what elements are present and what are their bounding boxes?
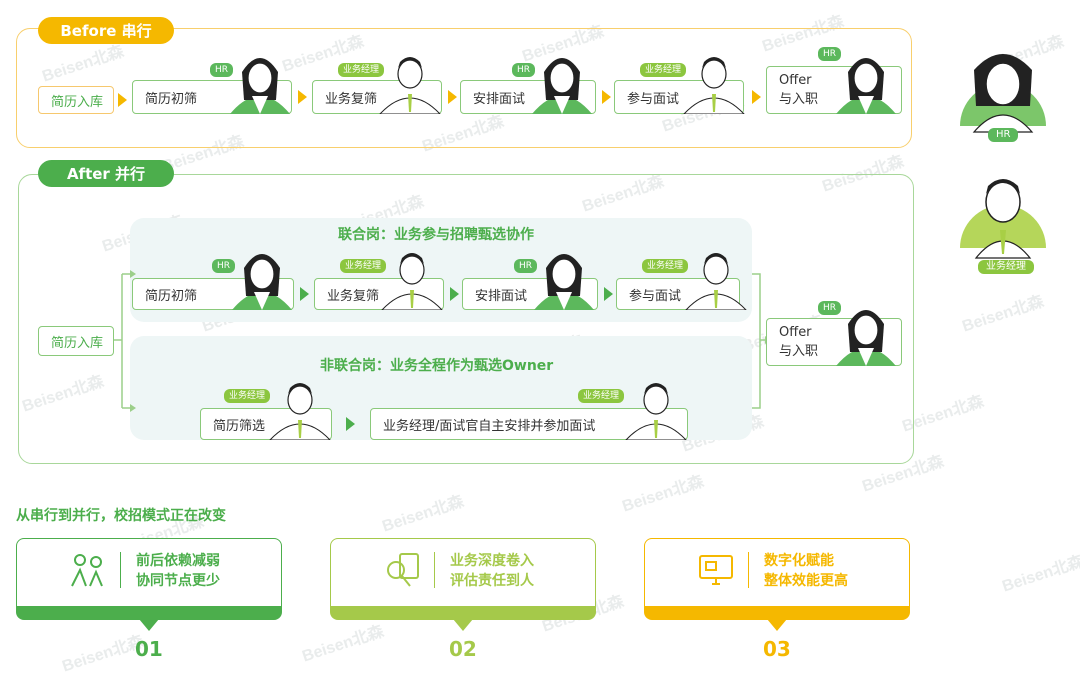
people-collaboration-icon [71,554,103,587]
offer-line1: Offer [779,325,812,340]
joint-step-label: 业务复筛 [327,288,380,304]
summary-card-text: 业务深度卷入 评估责任到人 [450,551,534,591]
joint-arrow-1 [300,287,309,301]
summary-number: 01 [135,637,163,661]
manager-avatar [685,253,747,310]
summary-card-pointer [453,619,473,631]
summary-card-text: 前后依赖减弱 协同节点更少 [136,551,220,591]
before-step-label: 简历初筛 [145,91,198,107]
summary-number: 02 [449,637,477,661]
joint-title: 联合岗：业务参与招聘甄选协作 [338,227,534,243]
hr-avatar [836,310,896,366]
before-step-label: 业务复筛 [325,91,378,107]
summary-heading: 从串行到并行，校招模式正在改变 [16,508,226,524]
nonjoint-step-label: 简历筛选 [213,418,266,434]
before-step-attend-interview: 参与面试 [614,80,744,114]
summary-card [16,538,282,618]
summary-line1: 业务深度卷入 [450,553,534,569]
legend-manager-avatar [960,179,1046,259]
joint-step-label: 简历初筛 [145,288,198,304]
before-step-resume-in: 简历入库 [38,86,114,114]
nonjoint-tag-manager: 业务经理 [578,389,625,403]
nonjoint-tag-manager: 业务经理 [224,389,271,403]
after-frame [18,174,914,464]
magnifier-document-icon [387,553,419,587]
watermark-text: Beisen北森 [380,493,466,536]
summary-card-pointer [139,619,159,631]
nonjoint-arrow [346,417,355,431]
hr-avatar [534,254,594,310]
nonjoint-step-resume-screen: 简历筛选 [200,408,332,440]
offer-line2: 与入职 [779,344,819,359]
watermark-text: Beisen北森 [1000,553,1080,596]
before-step-label: 参与面试 [627,91,680,107]
summary-divider [748,552,749,588]
manager-avatar [683,57,745,114]
summary-card-bar [16,606,282,620]
joint-arrow-3 [604,287,613,301]
nonjoint-step-label: 业务经理/面试官自主安排并参加面试 [383,418,596,434]
hr-avatar [836,58,896,114]
before-step-label: 安排面试 [473,91,526,107]
summary-card-bar [330,606,596,620]
manager-avatar [381,253,443,310]
summary-divider [120,552,121,588]
after-pill: After 并行 [38,160,174,187]
summary-number: 03 [763,637,791,661]
hr-avatar [532,58,592,114]
before-arrow-2 [298,90,307,104]
summary-card-text: 数字化赋能 整体效能更高 [764,551,848,591]
legend-manager-tag: 业务经理 [978,260,1034,274]
summary-line1: 数字化赋能 [764,553,834,569]
joint-tag-hr: HR [212,259,236,273]
manager-avatar [379,57,441,114]
summary-line2: 整体效能更高 [764,573,848,589]
joint-tag-manager: 业务经理 [642,259,689,273]
offer-line1: Offer [779,73,812,88]
legend-hr-avatar [960,54,1046,133]
before-frame [16,28,912,148]
after-offer-tag-hr: HR [818,301,842,315]
summary-line2: 协同节点更少 [136,573,220,589]
manager-avatar [625,383,687,440]
hr-avatar [232,254,292,310]
joint-arrow-2 [450,287,459,301]
summary-line1: 前后依赖减弱 [136,553,220,569]
before-arrow-3 [448,90,457,104]
joint-step-label: 安排面试 [475,288,528,304]
after-step-resume-in: 简历入库 [38,326,114,356]
offer-line2: 与入职 [779,92,819,107]
joint-step-label: 参与面试 [629,288,682,304]
watermark-text: Beisen北森 [960,293,1046,336]
watermark-text: Beisen北森 [60,633,146,676]
summary-card [644,538,910,618]
computer-screen-icon [699,555,733,585]
before-tag-hr: HR [818,47,842,61]
before-arrow-4 [602,90,611,104]
summary-line2: 评估责任到人 [450,573,534,589]
joint-tag-manager: 业务经理 [340,259,387,273]
before-tag-manager: 业务经理 [338,63,385,77]
legend-hr-tag: HR [988,128,1019,142]
summary-card-bar [644,606,910,620]
nonjoint-title: 非联合岗：业务全程作为甄选Owner [320,358,554,374]
watermark-text: Beisen北森 [300,623,386,666]
before-arrow-5 [752,90,761,104]
watermark-text: Beisen北森 [620,473,706,516]
summary-card-pointer [767,619,787,631]
before-tag-hr: HR [512,63,536,77]
manager-avatar [269,383,331,440]
before-pill: Before 串行 [38,17,174,44]
joint-tag-hr: HR [514,259,538,273]
summary-divider [434,552,435,588]
before-tag-hr: HR [210,63,234,77]
before-arrow-1 [118,93,127,107]
before-tag-manager: 业务经理 [640,63,687,77]
hr-avatar [230,58,290,114]
branch-lines [114,270,136,412]
